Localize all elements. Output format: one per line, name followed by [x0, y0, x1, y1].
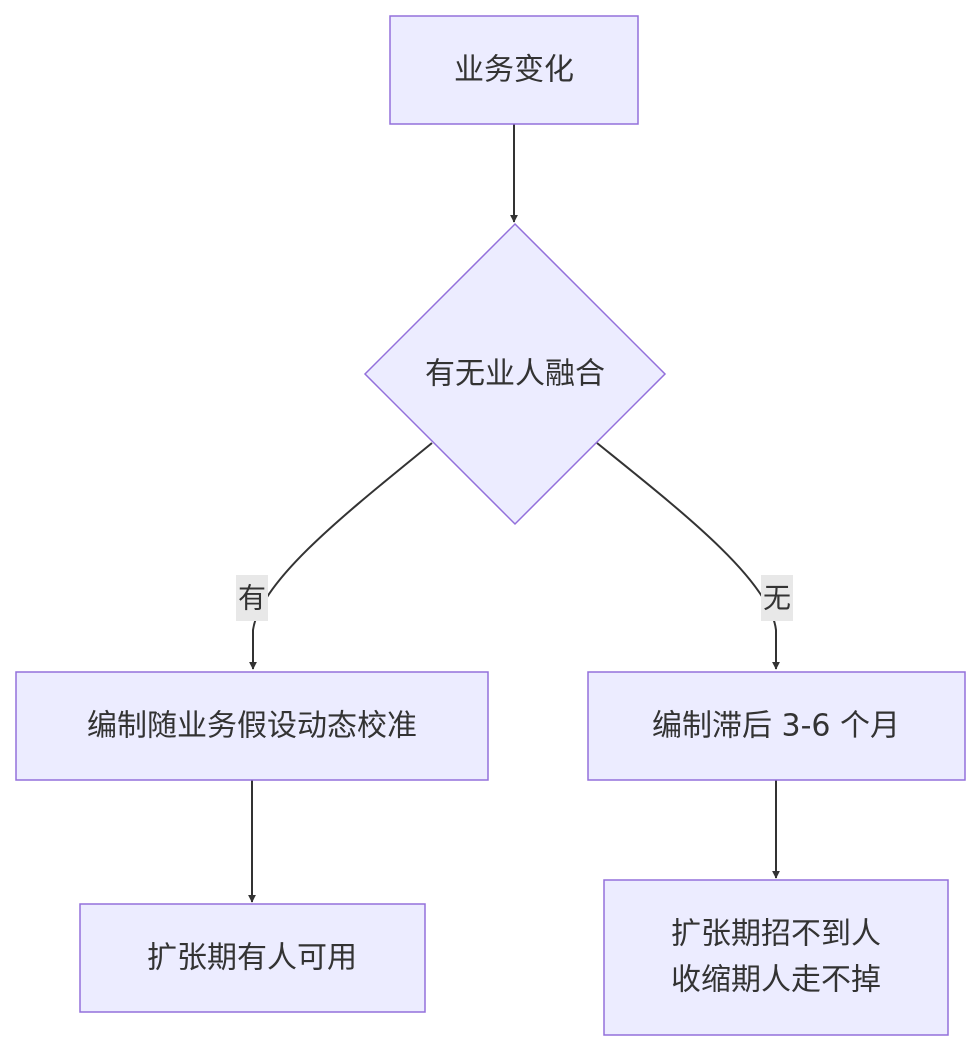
edge-decision-to-no — [596, 442, 780, 670]
node-yes-result: 扩张期有人可用 — [79, 903, 426, 1013]
node-no-label: 编制滞后 3-6 个月 — [652, 709, 900, 744]
node-decision: 有无业人融合 — [363, 222, 667, 526]
edge-label-yes-text: 有 — [238, 582, 266, 615]
node-yes: 编制随业务假设动态校准 — [15, 671, 489, 781]
node-no: 编制滞后 3-6 个月 — [587, 671, 966, 781]
edge-label-yes: 有 — [236, 575, 268, 621]
edge-decision-to-yes — [249, 442, 433, 670]
node-start-label: 业务变化 — [454, 53, 574, 88]
edge-label-no: 无 — [761, 575, 793, 621]
node-yes-result-label: 扩张期有人可用 — [147, 941, 357, 976]
edge-label-no-text: 无 — [763, 582, 791, 615]
node-yes-label: 编制随业务假设动态校准 — [87, 709, 417, 744]
node-no-result-label-line2: 收缩期人走不掉 — [671, 963, 881, 998]
node-no-result: 扩张期招不到人 收缩期人走不掉 — [603, 879, 949, 1036]
node-decision-label: 有无业人融合 — [425, 357, 605, 392]
node-start: 业务变化 — [389, 15, 639, 125]
node-no-result-label-line1: 扩张期招不到人 — [671, 917, 881, 952]
